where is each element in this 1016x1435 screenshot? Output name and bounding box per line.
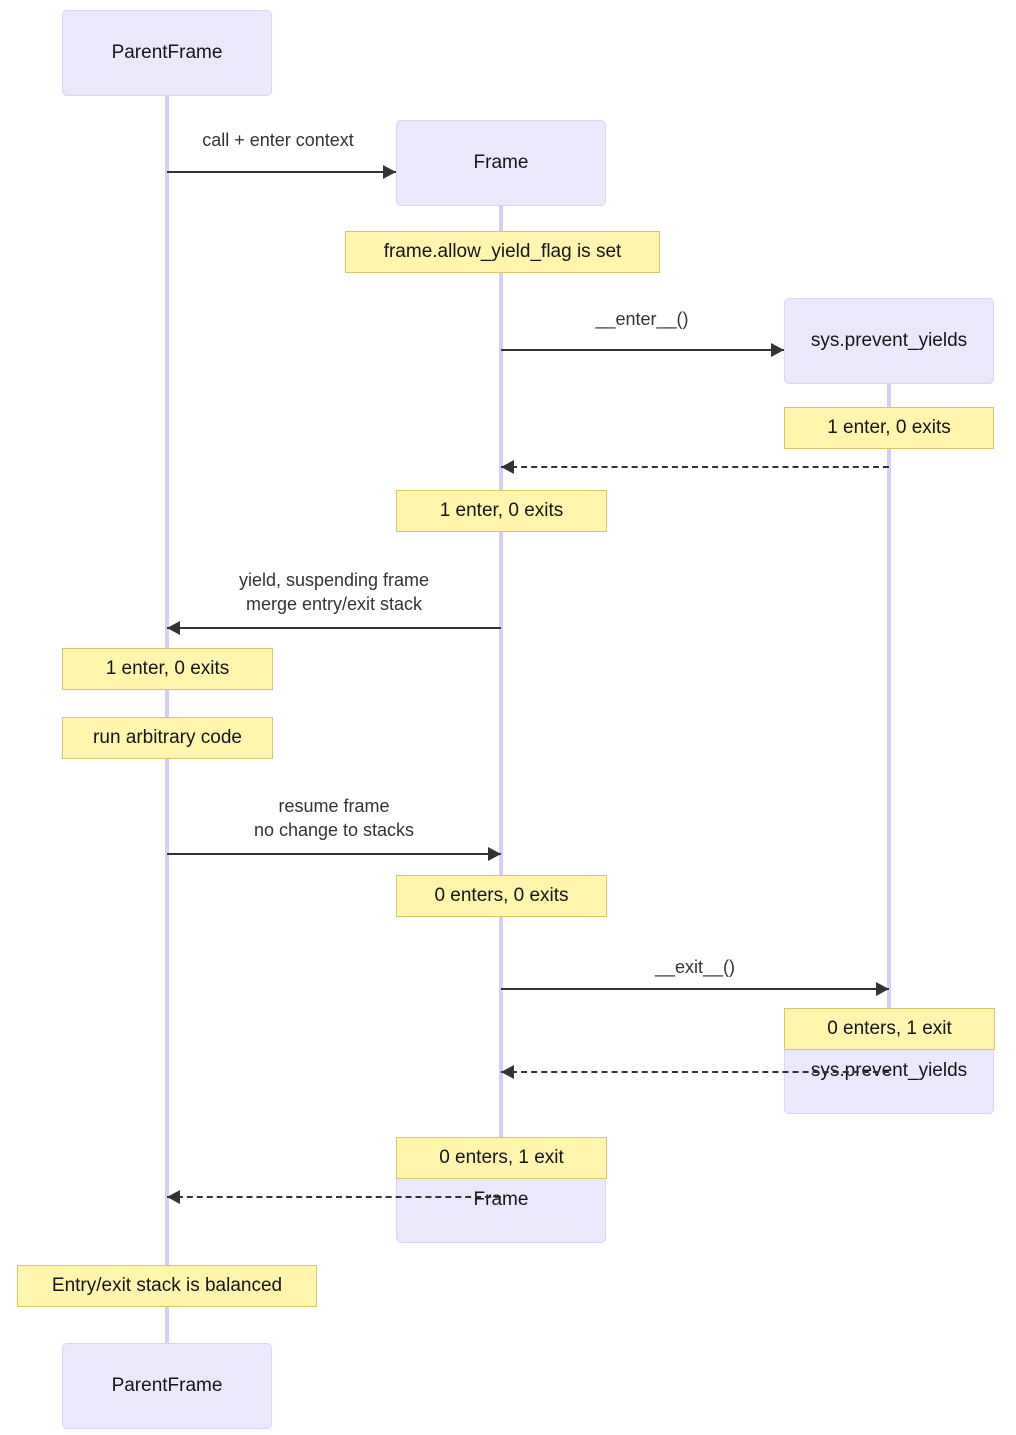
message-label-msg-enter: __enter__()	[595, 309, 689, 329]
actor-label-prevent-yields-top: sys.prevent_yields	[810, 329, 968, 351]
note-note-balanced: Entry/exit stack is balanced	[17, 1265, 317, 1307]
arrowhead-left-icon	[167, 621, 180, 635]
message-line-msg-enter	[501, 349, 784, 351]
message-label-msg-resume-frame: resume frame no change to stacks	[253, 796, 415, 841]
arrowhead-left-icon	[501, 1065, 514, 1079]
note-label-note-frame-1-enter: 1 enter, 0 exits	[439, 499, 564, 521]
message-label-msg-yield-suspend: yield, suspending frame merge entry/exit…	[238, 570, 430, 615]
message-label-msg-call-enter-context: call + enter context	[202, 130, 354, 150]
note-note-prevent-yields-1-enter: 1 enter, 0 exits	[784, 407, 994, 449]
note-note-run-arbitrary-code: run arbitrary code	[62, 717, 273, 759]
message-msg-return-exit[interactable]	[501, 1065, 889, 1079]
actor-box-parentframe-bottom[interactable]: ParentFrame	[62, 1343, 272, 1429]
message-msg-resume-frame[interactable]	[167, 847, 501, 861]
message-msg-enter[interactable]	[501, 343, 784, 357]
note-label-note-parent-1-enter: 1 enter, 0 exits	[105, 657, 230, 679]
arrowhead-left-icon	[167, 1190, 180, 1204]
lifeline-prevent-yields	[887, 384, 891, 1028]
message-line-msg-return-exit	[501, 1071, 889, 1073]
message-line-msg-return-frame	[167, 1196, 501, 1198]
arrowhead-right-icon	[771, 343, 784, 357]
message-line-msg-exit	[501, 988, 889, 990]
actor-box-prevent-yields-top[interactable]: sys.prevent_yields	[784, 298, 994, 384]
actor-label-parentframe-top: ParentFrame	[111, 41, 223, 63]
note-note-frame-0-1: 0 enters, 1 exit	[396, 1137, 607, 1179]
note-label-note-frame-0-1: 0 enters, 1 exit	[439, 1146, 564, 1168]
note-label-note-allow-yield-flag: frame.allow_yield_flag is set	[383, 240, 622, 262]
note-label-note-prevent-yields-1-enter: 1 enter, 0 exits	[827, 416, 951, 438]
arrowhead-right-icon	[488, 847, 501, 861]
note-note-prevent-yields-0-1: 0 enters, 1 exit	[784, 1008, 995, 1050]
message-msg-exit[interactable]	[501, 982, 889, 996]
note-label-note-frame-0-enters-0-exits: 0 enters, 0 exits	[434, 884, 569, 906]
message-label-msg-exit: __exit__()	[654, 957, 736, 977]
arrowhead-right-icon	[876, 982, 889, 996]
arrowhead-right-icon	[383, 165, 396, 179]
actor-label-prevent-yields-bottom: sys.prevent_yields	[810, 1059, 968, 1081]
note-note-frame-1-enter: 1 enter, 0 exits	[396, 490, 607, 532]
note-note-allow-yield-flag: frame.allow_yield_flag is set	[345, 231, 660, 273]
note-label-note-balanced: Entry/exit stack is balanced	[51, 1274, 283, 1296]
arrowhead-left-icon	[501, 460, 514, 474]
message-line-msg-yield-suspend	[167, 627, 501, 629]
note-label-note-prevent-yields-0-1: 0 enters, 1 exit	[827, 1017, 952, 1039]
note-note-frame-0-enters-0-exits: 0 enters, 0 exits	[396, 875, 607, 917]
note-note-parent-1-enter: 1 enter, 0 exits	[62, 648, 273, 690]
actor-label-parentframe-bottom: ParentFrame	[111, 1374, 223, 1396]
message-line-msg-return-enter	[501, 466, 889, 468]
message-line-msg-resume-frame	[167, 853, 501, 855]
actor-label-frame-top: Frame	[473, 151, 529, 173]
actor-box-parentframe-top[interactable]: ParentFrame	[62, 10, 272, 96]
lifeline-frame	[499, 206, 503, 1157]
actor-label-frame-bottom: Frame	[473, 1188, 529, 1210]
note-label-note-run-arbitrary-code: run arbitrary code	[93, 726, 242, 748]
message-msg-call-enter-context[interactable]	[167, 165, 396, 179]
message-line-msg-call-enter-context	[167, 171, 396, 173]
message-msg-return-frame[interactable]	[167, 1190, 501, 1204]
actor-box-frame-top[interactable]: Frame	[396, 120, 606, 206]
message-msg-yield-suspend[interactable]	[167, 621, 501, 635]
message-msg-return-enter[interactable]	[501, 460, 889, 474]
